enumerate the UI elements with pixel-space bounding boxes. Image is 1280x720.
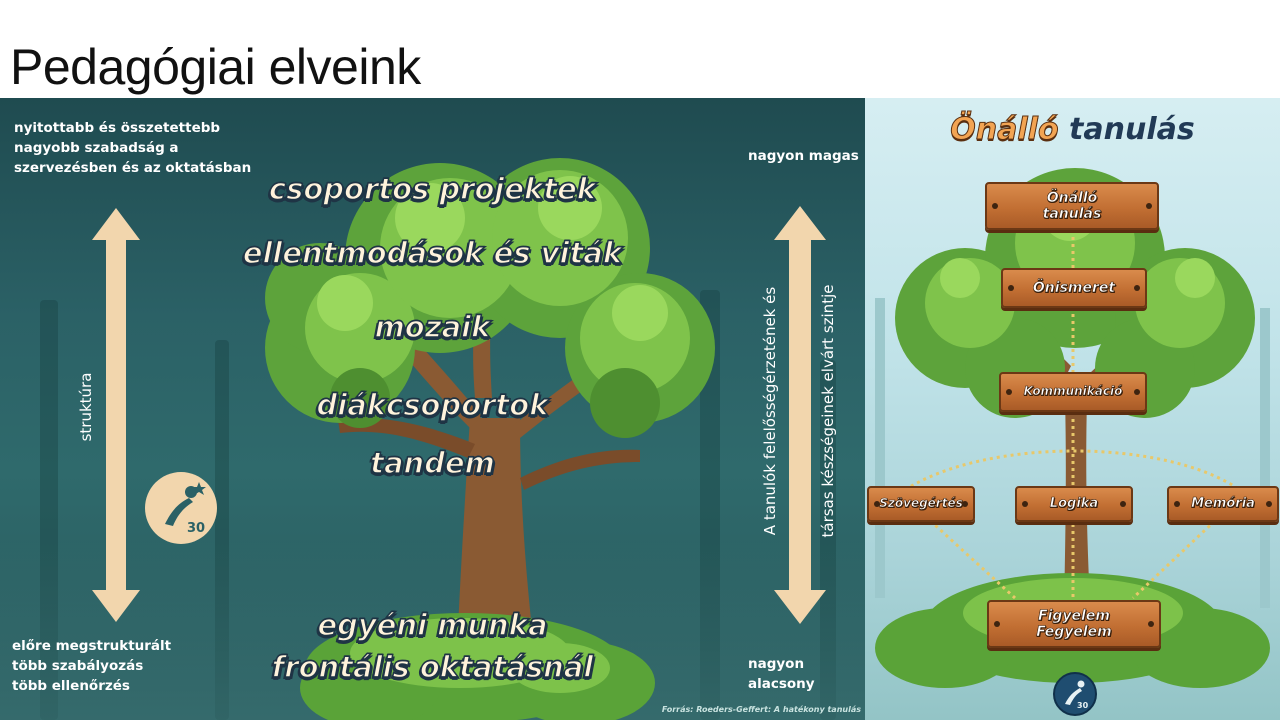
independent-learning-panel: Önálló tanulás Önálló tanulás Önismeret … [865, 98, 1280, 720]
source-citation: Forrás: Roeders-Geffert: A hatékony tanu… [661, 705, 861, 714]
plank-self-knowledge: Önismeret [1001, 268, 1147, 308]
bottom-left-line: több szabályozás [12, 658, 144, 674]
title-word-independent: Önálló [950, 112, 1059, 148]
structure-tree-panel: nyitottabb és összetettebb nagyobb szaba… [0, 98, 865, 720]
tree-item-individual-work: egyéni munka [317, 607, 549, 643]
tree-illustration [92, 158, 826, 720]
title-word-learning: tanulás [1069, 112, 1195, 147]
plank-memory: Memória [1167, 486, 1279, 522]
top-left-line: szervezésben és az oktatásban [14, 160, 252, 176]
tree-item-student-groups: diákcsoportok [316, 387, 550, 423]
svg-text:30: 30 [1077, 701, 1089, 710]
tree-item-debates: ellentmodások és viták [242, 235, 623, 271]
plank-independent-learning: Önálló tanulás [985, 182, 1159, 230]
plank-line: Fegyelem [1036, 624, 1112, 641]
top-right-label: nagyon magas [748, 148, 859, 164]
plank-line: Önálló [1046, 189, 1098, 207]
bottom-left-description: előre megstrukturált több szabályozás tö… [12, 636, 171, 696]
plank-communication: Kommunikáció [999, 372, 1147, 412]
background-tree-trunk [820, 360, 836, 720]
plank-attention-discipline: Figyelem Fegyelem [987, 600, 1161, 648]
bottom-right-label: nagyon alacsony [748, 656, 815, 692]
bottom-left-line: előre megstrukturált [12, 638, 172, 654]
slide-title: Pedagógiai elveink [10, 39, 421, 95]
plank-line: tanulás [1042, 206, 1102, 223]
tree-item-group-projects: csoportos projektek [268, 171, 597, 207]
tree-item-frontal-teaching: frontális oktatásnál [271, 649, 594, 685]
plank-logic: Logika [1015, 486, 1133, 522]
bottom-left-line: több ellenőrzés [12, 678, 130, 694]
independent-learning-title: Önálló tanulás [865, 112, 1280, 148]
top-left-line: nagyobb szabadság a [14, 140, 179, 156]
tree-item-tandem: tandem [369, 445, 495, 481]
top-left-line: nyitottabb és összetettebb [14, 120, 221, 136]
top-left-description: nyitottabb és összetettebb nagyobb szaba… [14, 118, 251, 178]
background-tree-trunk [40, 300, 58, 720]
plank-reading-comprehension: Szövegértés [867, 486, 975, 522]
plank-line: Figyelem [1038, 607, 1110, 625]
background-tree-trunk [700, 290, 720, 720]
background-tree-trunk [215, 340, 229, 720]
school-30-logo-icon: 30 [145, 472, 217, 544]
svg-text:30: 30 [187, 521, 205, 536]
tree-item-mosaic: mozaik [374, 309, 491, 345]
school-30-logo-icon: 30 [1053, 672, 1097, 716]
